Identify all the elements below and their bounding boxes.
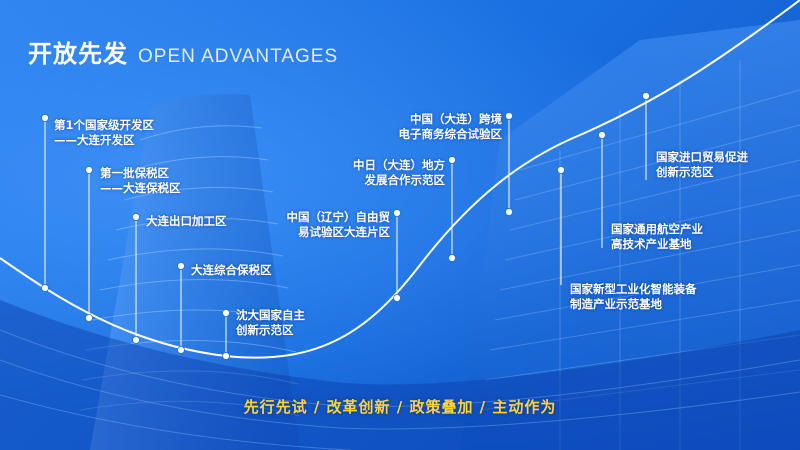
milestone-label: 大连出口加工区	[146, 214, 227, 228]
milestone-label: 大连综合保税区	[191, 263, 272, 277]
slogan: 先行先试 / 改革创新 / 政策叠加 / 主动作为	[243, 398, 557, 416]
milestone-label: 第1个国家级开发区——大连开发区	[54, 118, 155, 147]
milestone-label: 国家新型工业化智能装备制造产业示范基地	[570, 282, 697, 311]
title-chinese: 开放先发	[28, 40, 128, 68]
milestone-label: 第一批保税区——大连保税区	[100, 166, 181, 195]
growth-curve	[0, 0, 800, 359]
milestone-label: 国家通用航空产业高技术产业基地	[611, 222, 703, 251]
milestone-label: 中国（大连）跨境电子商务综合试验区	[398, 112, 503, 141]
milestone-label: 中日（大连）地方发展合作示范区	[353, 158, 445, 187]
milestone-label: 国家进口贸易促进创新示范区	[656, 150, 748, 179]
title-english: OPEN ADVANTAGES	[138, 46, 339, 67]
milestone-label: 沈大国家自主创新示范区	[236, 308, 305, 337]
milestone-label: 中国（辽宁）自由贸易试验区大连片区	[286, 210, 391, 239]
page-title: 开放先发 OPEN ADVANTAGES	[28, 34, 338, 69]
